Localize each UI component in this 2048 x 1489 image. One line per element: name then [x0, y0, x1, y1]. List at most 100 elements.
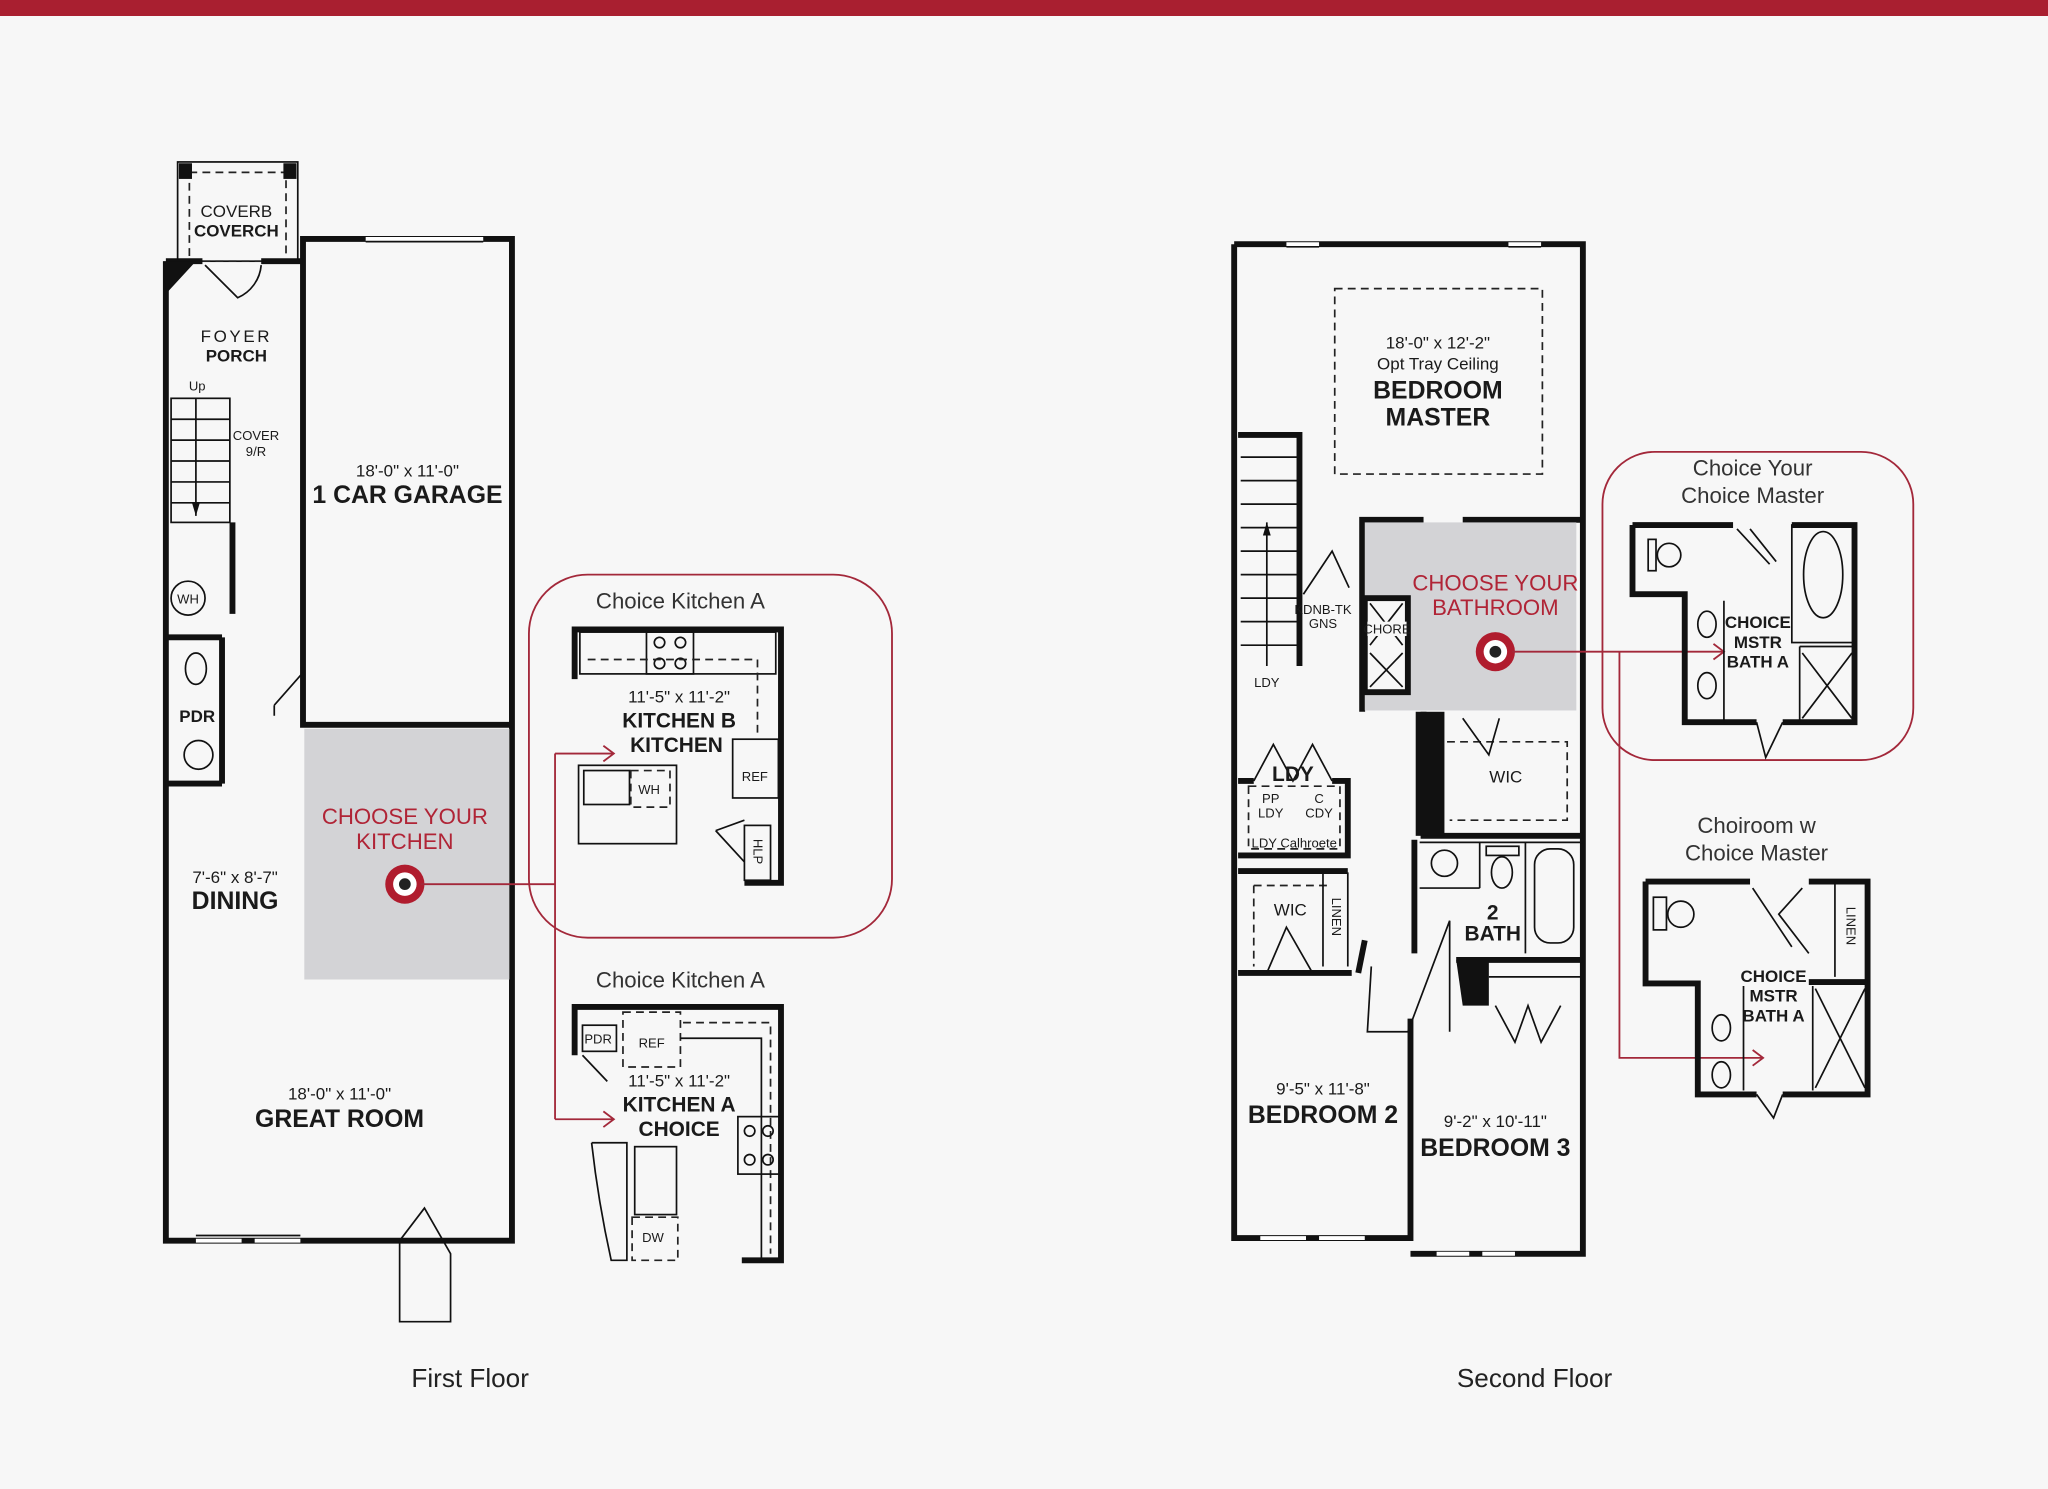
first-floor-walls [162, 236, 515, 1244]
great-room-label: GREAT ROOM [255, 1106, 424, 1133]
dining-dimensions: 7'-6" x 8'-7" [192, 868, 278, 887]
pdr-label: PDR [179, 707, 215, 726]
porch-label-1: COVERB [201, 202, 273, 221]
kitchen-b-dimensions: 11'-5" x 11'-2" [628, 688, 730, 707]
garage-dimensions: 18'-0" x 11'-0" [356, 462, 459, 481]
bath2-label-2: BATH [1465, 922, 1521, 945]
choice2-name-1: CHOICE [1741, 967, 1807, 986]
choice2-linen: LINEN [1844, 907, 1859, 945]
kitchen-highlight-area[interactable] [304, 728, 510, 980]
choose-bathroom-cta-2: BATHROOM [1432, 595, 1559, 620]
chore-closet: CHORE [1361, 595, 1411, 696]
second-floor-caption: Second Floor [1457, 1363, 1613, 1393]
kitchen-target-icon[interactable] [385, 864, 425, 904]
first-floor-caption: First Floor [411, 1363, 529, 1393]
great-room-dimensions: 18'-0" x 11'-0" [288, 1085, 391, 1104]
kitchen-b-ref: REF [742, 769, 768, 784]
cover-label-1: COVER [233, 428, 279, 443]
linen-label-1: KDNB-TK [1294, 602, 1352, 617]
master-bath-option-1[interactable]: Choice Your Choice Master CHOICE MSTR BA… [1601, 450, 1915, 762]
sink-icon [183, 739, 214, 771]
kitchen-a-name-1: KITCHEN A [623, 1093, 736, 1116]
bathtub-icon [1533, 848, 1575, 944]
bedroom3-dimensions: 9'-2" x 10'-11" [1444, 1112, 1547, 1131]
kitchen-a-pdr: PDR [584, 1031, 612, 1046]
covered-porch: COVERB COVERCH [176, 161, 299, 263]
ldy-right-2: CDY [1305, 806, 1333, 821]
kitchen-option-b[interactable]: Choice Kitchen A 11'-5" x 11'-2" KITCHEN… [528, 573, 893, 939]
choice2-title-1: Choiroom w [1697, 813, 1816, 838]
rear-door [398, 1206, 452, 1323]
choose-kitchen-cta-2: KITCHEN [356, 829, 453, 854]
choice1-name-3: BATH A [1727, 652, 1789, 671]
kitchen-option-a[interactable]: Choice Kitchen A PDR REF 11'-5" x 11'-2"… [571, 967, 784, 1264]
kitchen-a-title: Choice Kitchen A [596, 967, 765, 992]
chore-label: CHORE [1363, 621, 1410, 636]
choice1-name-2: MSTR [1734, 633, 1782, 652]
choose-bathroom-cta-1: CHOOSE YOUR [1412, 570, 1578, 595]
garage-label: 1 CAR GARAGE [312, 482, 502, 509]
wic-bedroom2-label: WIC [1274, 901, 1307, 920]
kitchen-b-name-1: KITCHEN B [622, 709, 736, 732]
stairs: Up [170, 378, 231, 524]
bath2-label-1: 2 [1487, 901, 1499, 924]
second-floor-plan: 18'-0" x 12'-2" Opt Tray Ceiling BEDROOM… [1231, 241, 1613, 1393]
linen2-label: LINEN [1329, 898, 1344, 936]
ldy-small-label: LDY [1254, 675, 1280, 690]
master-label-2: MASTER [1386, 405, 1491, 432]
choice1-name-1: CHOICE [1725, 613, 1791, 632]
master-note: Opt Tray Ceiling [1377, 355, 1499, 374]
sink-icon [633, 1145, 678, 1216]
water-heater-icon [170, 580, 206, 616]
kitchen-a-name-2: CHOICE [639, 1118, 720, 1141]
kitchen-b-title: Choice Kitchen A [596, 589, 765, 614]
bedroom2-label: BEDROOM 2 [1248, 1102, 1398, 1129]
top-accent-bar [0, 0, 2048, 16]
first-floor-plan: COVERB COVERCH FOYER PORCH Up COVER 9/R … [162, 161, 529, 1393]
choice2-name-2: MSTR [1750, 987, 1798, 1006]
kitchen-b-name-2: KITCHEN [630, 734, 723, 757]
ldy-right-1: C [1314, 791, 1323, 806]
bathtub-icon [1802, 530, 1844, 619]
wh-label: WH [177, 591, 199, 606]
kitchen-b-hlp: HLP [751, 839, 766, 865]
master-label-1: BEDROOM [1373, 377, 1503, 404]
sink-icon [582, 769, 631, 806]
ldy-left-1: PP [1262, 791, 1280, 806]
toilet-icon [1656, 542, 1682, 568]
choice1-title-1: Choice Your [1693, 455, 1813, 480]
stairs: LDY [1238, 431, 1303, 690]
choice2-title-2: Choice Master [1685, 841, 1829, 866]
master-dimensions: 18'-0" x 12'-2" [1386, 334, 1490, 353]
choice2-name-3: BATH A [1742, 1006, 1804, 1025]
choice1-title-2: Choice Master [1681, 483, 1825, 508]
master-bath-option-2[interactable]: Choiroom w Choice Master LINEN CHOICE MS… [1642, 813, 1871, 1120]
ldy-left-2: LDY [1258, 806, 1284, 821]
cover-label-2: 9/R [246, 444, 266, 459]
toilet-icon [1490, 855, 1514, 889]
bedroom3-label: BEDROOM 3 [1420, 1135, 1570, 1162]
ldy-label: LDY [1272, 763, 1314, 786]
stair-up-label: Up [189, 378, 206, 393]
stove-icon [645, 631, 695, 675]
front-door [204, 264, 263, 299]
dining-label: DINING [192, 888, 279, 915]
bathroom-target-icon[interactable] [1475, 632, 1515, 672]
ldy-bottom: LDY Calhroete [1252, 836, 1337, 851]
kitchen-a-dimensions: 11'-5" x 11'-2" [628, 1072, 730, 1091]
bedroom2-dimensions: 9'-5" x 11'-8" [1276, 1079, 1370, 1098]
choose-kitchen-cta-1: CHOOSE YOUR [322, 804, 488, 829]
kitchen-a-ref: REF [639, 1035, 665, 1050]
toilet-icon [1666, 900, 1695, 929]
tray-ceiling-outline [1333, 287, 1544, 475]
kitchen-connector-arrows [420, 744, 616, 1128]
toilet-icon [184, 652, 208, 686]
porch-label-2: COVERCH [194, 221, 279, 240]
kitchen-a-dw: DW [642, 1230, 664, 1245]
kitchen-b-wh: WH [638, 782, 660, 797]
wic-master-label: WIC [1489, 767, 1522, 786]
stove-icon [737, 1115, 781, 1175]
foyer-label: FOYER [201, 327, 273, 346]
porch-label: PORCH [206, 347, 267, 366]
